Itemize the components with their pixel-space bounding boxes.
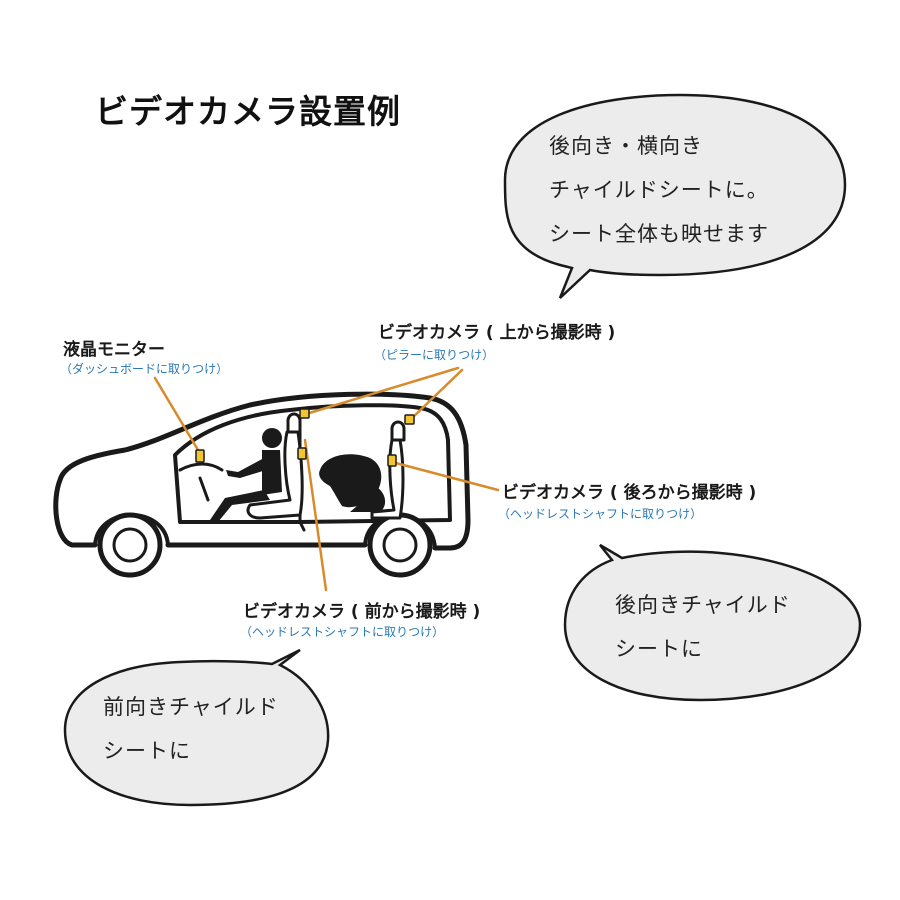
front-seat-icon [246, 412, 304, 520]
bubble-right-line: 後向きチャイルド [615, 593, 791, 617]
camera-marker-front [297, 447, 307, 460]
front-wheel-icon [97, 512, 163, 578]
label-camera-top: ビデオカメラ ( 上から撮影時 ) [378, 323, 616, 343]
bubble-right-line: シートに [615, 637, 703, 661]
camera-marker-monitor [195, 449, 205, 463]
driver-figure-icon [210, 428, 282, 522]
label-camera-rear: ビデオカメラ ( 後ろから撮影時 ) [502, 483, 757, 503]
bubble-left-line: 前向きチャイルド [103, 695, 279, 719]
label-monitor: 液晶モニター [63, 340, 165, 360]
bubble-top-line: シート全体も映せます [549, 222, 769, 246]
leader-top-front [304, 366, 460, 416]
label-camera-front-sub: （ヘッドレストシャフトに取りつけ） [240, 625, 445, 639]
page-title: ビデオカメラ設置例 [95, 92, 401, 131]
speech-bubble-left [63, 648, 330, 807]
label-camera-rear-sub: （ヘッドレストシャフトに取りつけ） [498, 507, 703, 521]
camera-marker-top-rear [404, 414, 415, 425]
leader-rear [390, 460, 500, 492]
rear-wheel-icon [367, 512, 433, 578]
bubble-top-line: チャイルドシートに。 [549, 178, 769, 202]
speech-bubble-top [503, 93, 847, 299]
bubble-left-text: 前向きチャイルド シートに [103, 685, 279, 773]
leader-front [303, 438, 328, 592]
bubble-top-text: 後向き・横向き チャイルドシートに。 シート全体も映せます [549, 124, 769, 256]
leader-lines [153, 366, 500, 592]
camera-marker-rear [387, 454, 397, 467]
bubble-top-line: 後向き・横向き [549, 134, 703, 158]
label-camera-front: ビデオカメラ ( 前から撮影時 ) [243, 602, 481, 622]
leader-monitor [153, 376, 200, 452]
bubble-right-text: 後向きチャイルド シートに [615, 583, 791, 671]
leader-top-rear [408, 368, 464, 422]
camera-marker-icon [195, 408, 415, 467]
bubble-left-line: シートに [103, 739, 191, 763]
camera-marker-top-front [299, 408, 310, 419]
speech-bubble-right [563, 543, 862, 702]
dashboard-icon [178, 462, 224, 502]
child-seat-icon [319, 454, 386, 512]
label-camera-top-sub: （ピラーに取りつけ） [374, 348, 495, 362]
label-monitor-sub: （ダッシュボードに取りつけ） [60, 362, 229, 376]
